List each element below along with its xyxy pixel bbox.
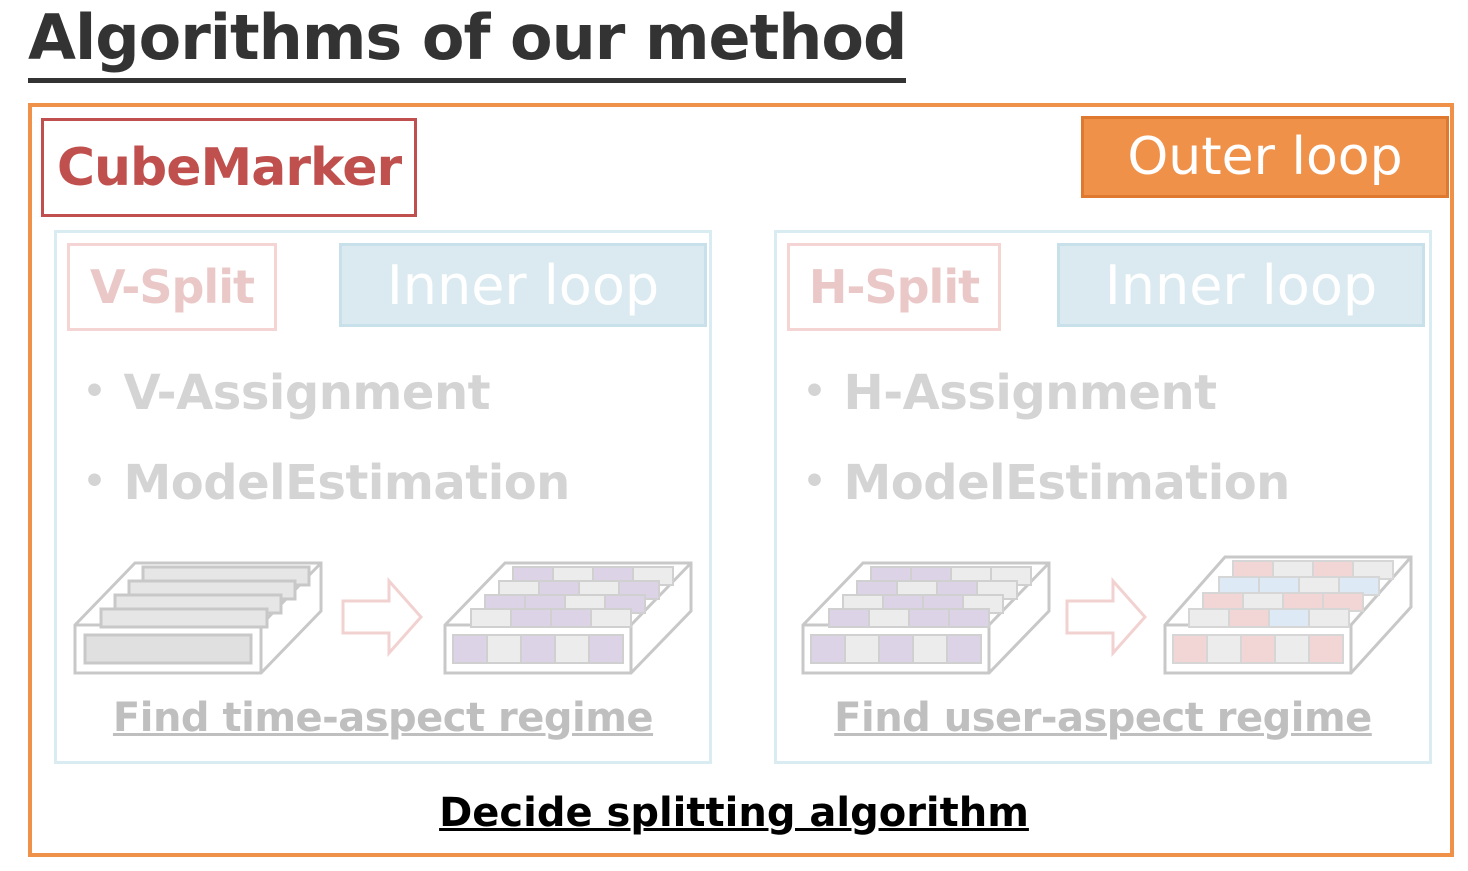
v-split-panel: V-Split Inner loop • V-Assignment • ModelE…	[54, 230, 712, 764]
h-split-label: H-Split	[787, 243, 1001, 331]
v-split-tensor-illustration	[73, 561, 693, 675]
bullet-item: • V-Assignment	[83, 365, 491, 421]
bullet-dot-icon: •	[803, 371, 826, 412]
bullet-text: H-Assignment	[843, 365, 1218, 421]
bullet-text: V-Assignment	[123, 365, 491, 421]
cubemarker-label: CubeMarker	[41, 118, 417, 217]
outer-loop-frame	[28, 103, 1454, 857]
page-title: Algorithms of our method	[28, 0, 907, 83]
bullet-dot-icon: •	[83, 371, 106, 412]
bullet-item: • ModelEstimation	[803, 455, 1290, 511]
h-split-panel: H-Split Inner loop • H-Assignment • ModelE…	[774, 230, 1432, 764]
right-arrow-icon	[1065, 577, 1148, 657]
bullet-text: ModelEstimation	[843, 455, 1291, 511]
bullet-item: • H-Assignment	[803, 365, 1217, 421]
bullet-item: • ModelEstimation	[83, 455, 570, 511]
regime-tensor-icon	[1163, 555, 1413, 675]
bullet-dot-icon: •	[83, 461, 106, 502]
find-user-aspect-label: Find user-aspect regime	[834, 695, 1372, 741]
find-time-aspect-label: Find time-aspect regime	[112, 695, 654, 741]
inner-loop-badge-left: Inner loop	[339, 243, 707, 327]
inner-loop-badge-right: Inner loop	[1057, 243, 1425, 327]
h-split-tensor-illustration	[801, 555, 1413, 675]
bullet-dot-icon: •	[803, 461, 826, 502]
gray-tensor-icon	[73, 561, 323, 675]
right-arrow-icon	[341, 577, 424, 657]
assigned-tensor-icon	[443, 561, 693, 675]
decide-splitting-caption: Decide splitting algorithm	[0, 790, 1468, 836]
v-split-label: V-Split	[67, 243, 277, 331]
bullet-text: ModelEstimation	[123, 455, 571, 511]
assigned-tensor-icon	[801, 561, 1051, 675]
decide-splitting-text: Decide splitting algorithm	[439, 790, 1029, 836]
outer-loop-badge: Outer loop	[1081, 116, 1449, 198]
